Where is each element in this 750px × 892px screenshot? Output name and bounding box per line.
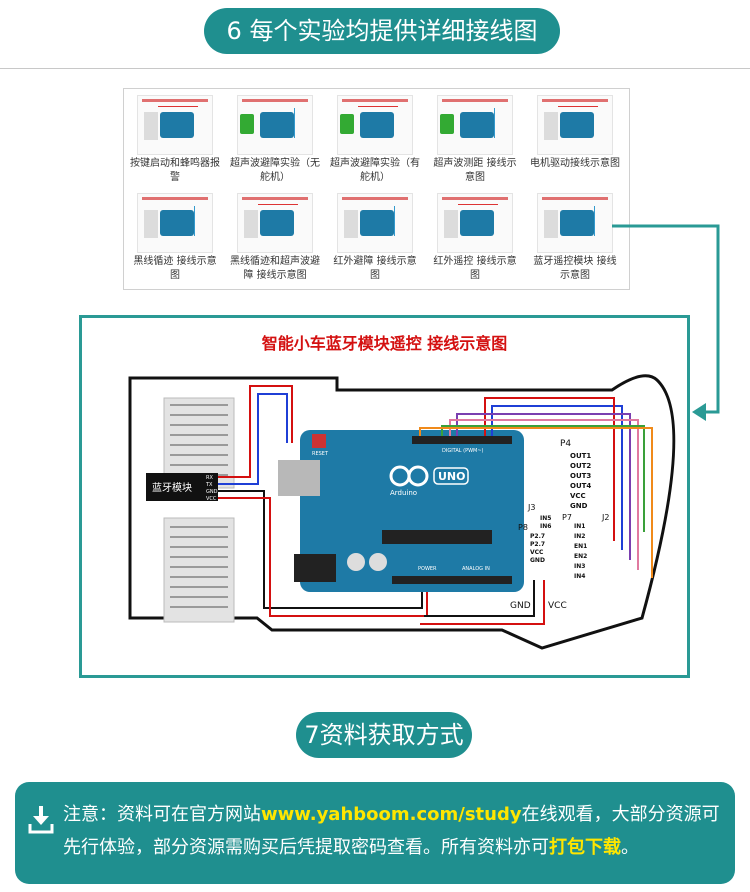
- capacitor: [347, 553, 365, 571]
- p4-pin: OUT1: [570, 452, 591, 460]
- p7-pin: IN1: [574, 523, 585, 530]
- bt-pin: VCC: [206, 496, 217, 502]
- thumb-image: [237, 95, 313, 155]
- download-icon: [28, 806, 54, 834]
- thumb-bluetooth-remote[interactable]: 蓝牙遥控模块 接线示意图: [530, 193, 620, 283]
- thumb-caption: 黑线循迹 接线示意图: [133, 256, 217, 281]
- arduino-brand: Arduino: [390, 489, 417, 497]
- thumb-image: [337, 95, 413, 155]
- p4-pin: OUT3: [570, 472, 591, 480]
- bt-pin: RX: [206, 475, 213, 481]
- bt-pin: TX: [205, 482, 213, 488]
- thumb-image: [137, 193, 213, 253]
- p8-pin: GND: [530, 557, 545, 564]
- thumb-ir-avoidance[interactable]: 红外避障 接线示意图: [330, 193, 420, 283]
- website-link[interactable]: www.yahboom.com/study: [261, 804, 522, 825]
- connector-arrow: [612, 224, 720, 421]
- thumb-caption: 按键启动和蜂鸣器报警: [130, 158, 220, 183]
- p8-pin: VCC: [530, 549, 544, 556]
- thumb-button-buzzer[interactable]: 按键启动和蜂鸣器报警: [130, 95, 220, 185]
- note-end: 。: [621, 837, 639, 858]
- p4-pin: VCC: [570, 492, 586, 500]
- thumb-image: [537, 95, 613, 155]
- thumb-caption: 超声波测距 接线示意图: [433, 158, 517, 183]
- divider: [0, 68, 750, 69]
- section-7-title: 7资料获取方式: [296, 712, 472, 758]
- note-middle: 在线观看，大部分资源可先行体验，部分资源需购买后凭提取密码查看。所有资料亦可: [63, 804, 720, 858]
- thumb-image: [337, 193, 413, 253]
- wiring-diagram-gallery: 按键启动和蜂鸣器报警 超声波避障实验（无舵机） 超声波避障实验（有舵机） 超声波…: [123, 88, 630, 290]
- capacitor: [369, 553, 387, 571]
- note-text: 注意：资料可在官方网站www.yahboom.com/study在线观看，大部分…: [63, 798, 723, 864]
- p7-label: P7: [562, 513, 572, 522]
- thumb-caption: 红外遥控 接线示意图: [433, 256, 517, 281]
- bluetooth-module: [146, 473, 218, 501]
- car-outline: [128, 374, 676, 650]
- thumb-image: [137, 95, 213, 155]
- thumb-ir-remote[interactable]: 红外遥控 接线示意图: [430, 193, 520, 283]
- thumb-motor-driver[interactable]: 电机驱动接线示意图: [530, 95, 620, 171]
- thumb-ultrasonic-no-servo[interactable]: 超声波避障实验（无舵机）: [230, 95, 320, 185]
- analog-label: ANALOG IN: [462, 566, 490, 572]
- breadboard-bottom: [163, 517, 235, 623]
- thumb-ultrasonic-ranging[interactable]: 超声波测距 接线示意图: [430, 95, 520, 185]
- thumb-image: [237, 193, 313, 253]
- power-jack: [294, 554, 336, 582]
- thumb-caption: 黑线循迹和超声波避障 接线示意图: [230, 256, 320, 281]
- section-6-title: 6 每个实验均提供详细接线图: [204, 8, 560, 54]
- p8-pin: P2.7: [530, 541, 545, 548]
- thumb-image: [537, 193, 613, 253]
- p4-pin: GND: [570, 502, 588, 510]
- p8-label: P8: [518, 523, 528, 532]
- vcc-label: VCC: [548, 601, 567, 611]
- wiring-svg: 蓝牙模块 RX TX GND VCC RESET DIGITAL (PWM~) …: [128, 374, 676, 650]
- download-link[interactable]: 打包下载: [549, 837, 621, 858]
- thumb-caption: 超声波避障实验（有舵机）: [330, 158, 420, 183]
- p7-pin: EN2: [574, 553, 587, 560]
- thumb-caption: 电机驱动接线示意图: [530, 158, 620, 169]
- analog-header: [392, 576, 512, 584]
- bt-label: 蓝牙模块: [152, 482, 192, 494]
- p7-pin: IN4: [574, 573, 585, 580]
- p4-pin: OUT2: [570, 462, 591, 470]
- p7-pin: IN2: [574, 533, 585, 540]
- bluetooth-wiring-diagram: 智能小车蓝牙模块遥控 接线示意图 蓝牙模块 RX TX GND VCC: [79, 315, 690, 678]
- digital-label: DIGITAL (PWM~): [442, 448, 484, 454]
- thumb-line-tracking[interactable]: 黑线循迹 接线示意图: [130, 193, 220, 283]
- thumb-image: [437, 95, 513, 155]
- uno-logo: UNO: [438, 470, 466, 483]
- thumb-caption: 蓝牙遥控模块 接线示意图: [533, 256, 617, 281]
- power-label: POWER: [418, 566, 437, 572]
- p7-pin: EN1: [574, 543, 587, 550]
- p4-pin: OUT4: [570, 482, 591, 490]
- thumb-caption: 红外避障 接线示意图: [333, 256, 417, 281]
- note-prefix: 注意：资料可在官方网站: [63, 804, 261, 825]
- arduino-logo: [389, 465, 429, 487]
- thumb-image: [437, 193, 513, 253]
- j3-pin: IN6: [540, 523, 551, 530]
- digital-header: [412, 436, 512, 444]
- reset-button: [312, 434, 326, 448]
- j3-pin: IN5: [540, 515, 551, 522]
- note-box: 注意：资料可在官方网站www.yahboom.com/study在线观看，大部分…: [15, 782, 735, 884]
- thumb-ultrasonic-servo[interactable]: 超声波避障实验（有舵机）: [330, 95, 420, 185]
- bt-pin: GND: [206, 489, 218, 495]
- wiring-title: 智能小车蓝牙模块遥控 接线示意图: [261, 334, 508, 353]
- thumb-caption: 超声波避障实验（无舵机）: [230, 158, 320, 183]
- gnd-label: GND: [510, 601, 531, 611]
- p8-pin: P2.7: [530, 533, 545, 540]
- j2-label: J2: [601, 513, 609, 522]
- p4-label: P4: [560, 439, 571, 449]
- atmega-chip: [382, 530, 492, 544]
- j3-label: J3: [527, 503, 535, 512]
- usb-port: [278, 460, 320, 496]
- p7-pin: IN3: [574, 563, 585, 570]
- thumb-tracking-ultrasonic[interactable]: 黑线循迹和超声波避障 接线示意图: [230, 193, 320, 283]
- reset-label: RESET: [312, 451, 329, 457]
